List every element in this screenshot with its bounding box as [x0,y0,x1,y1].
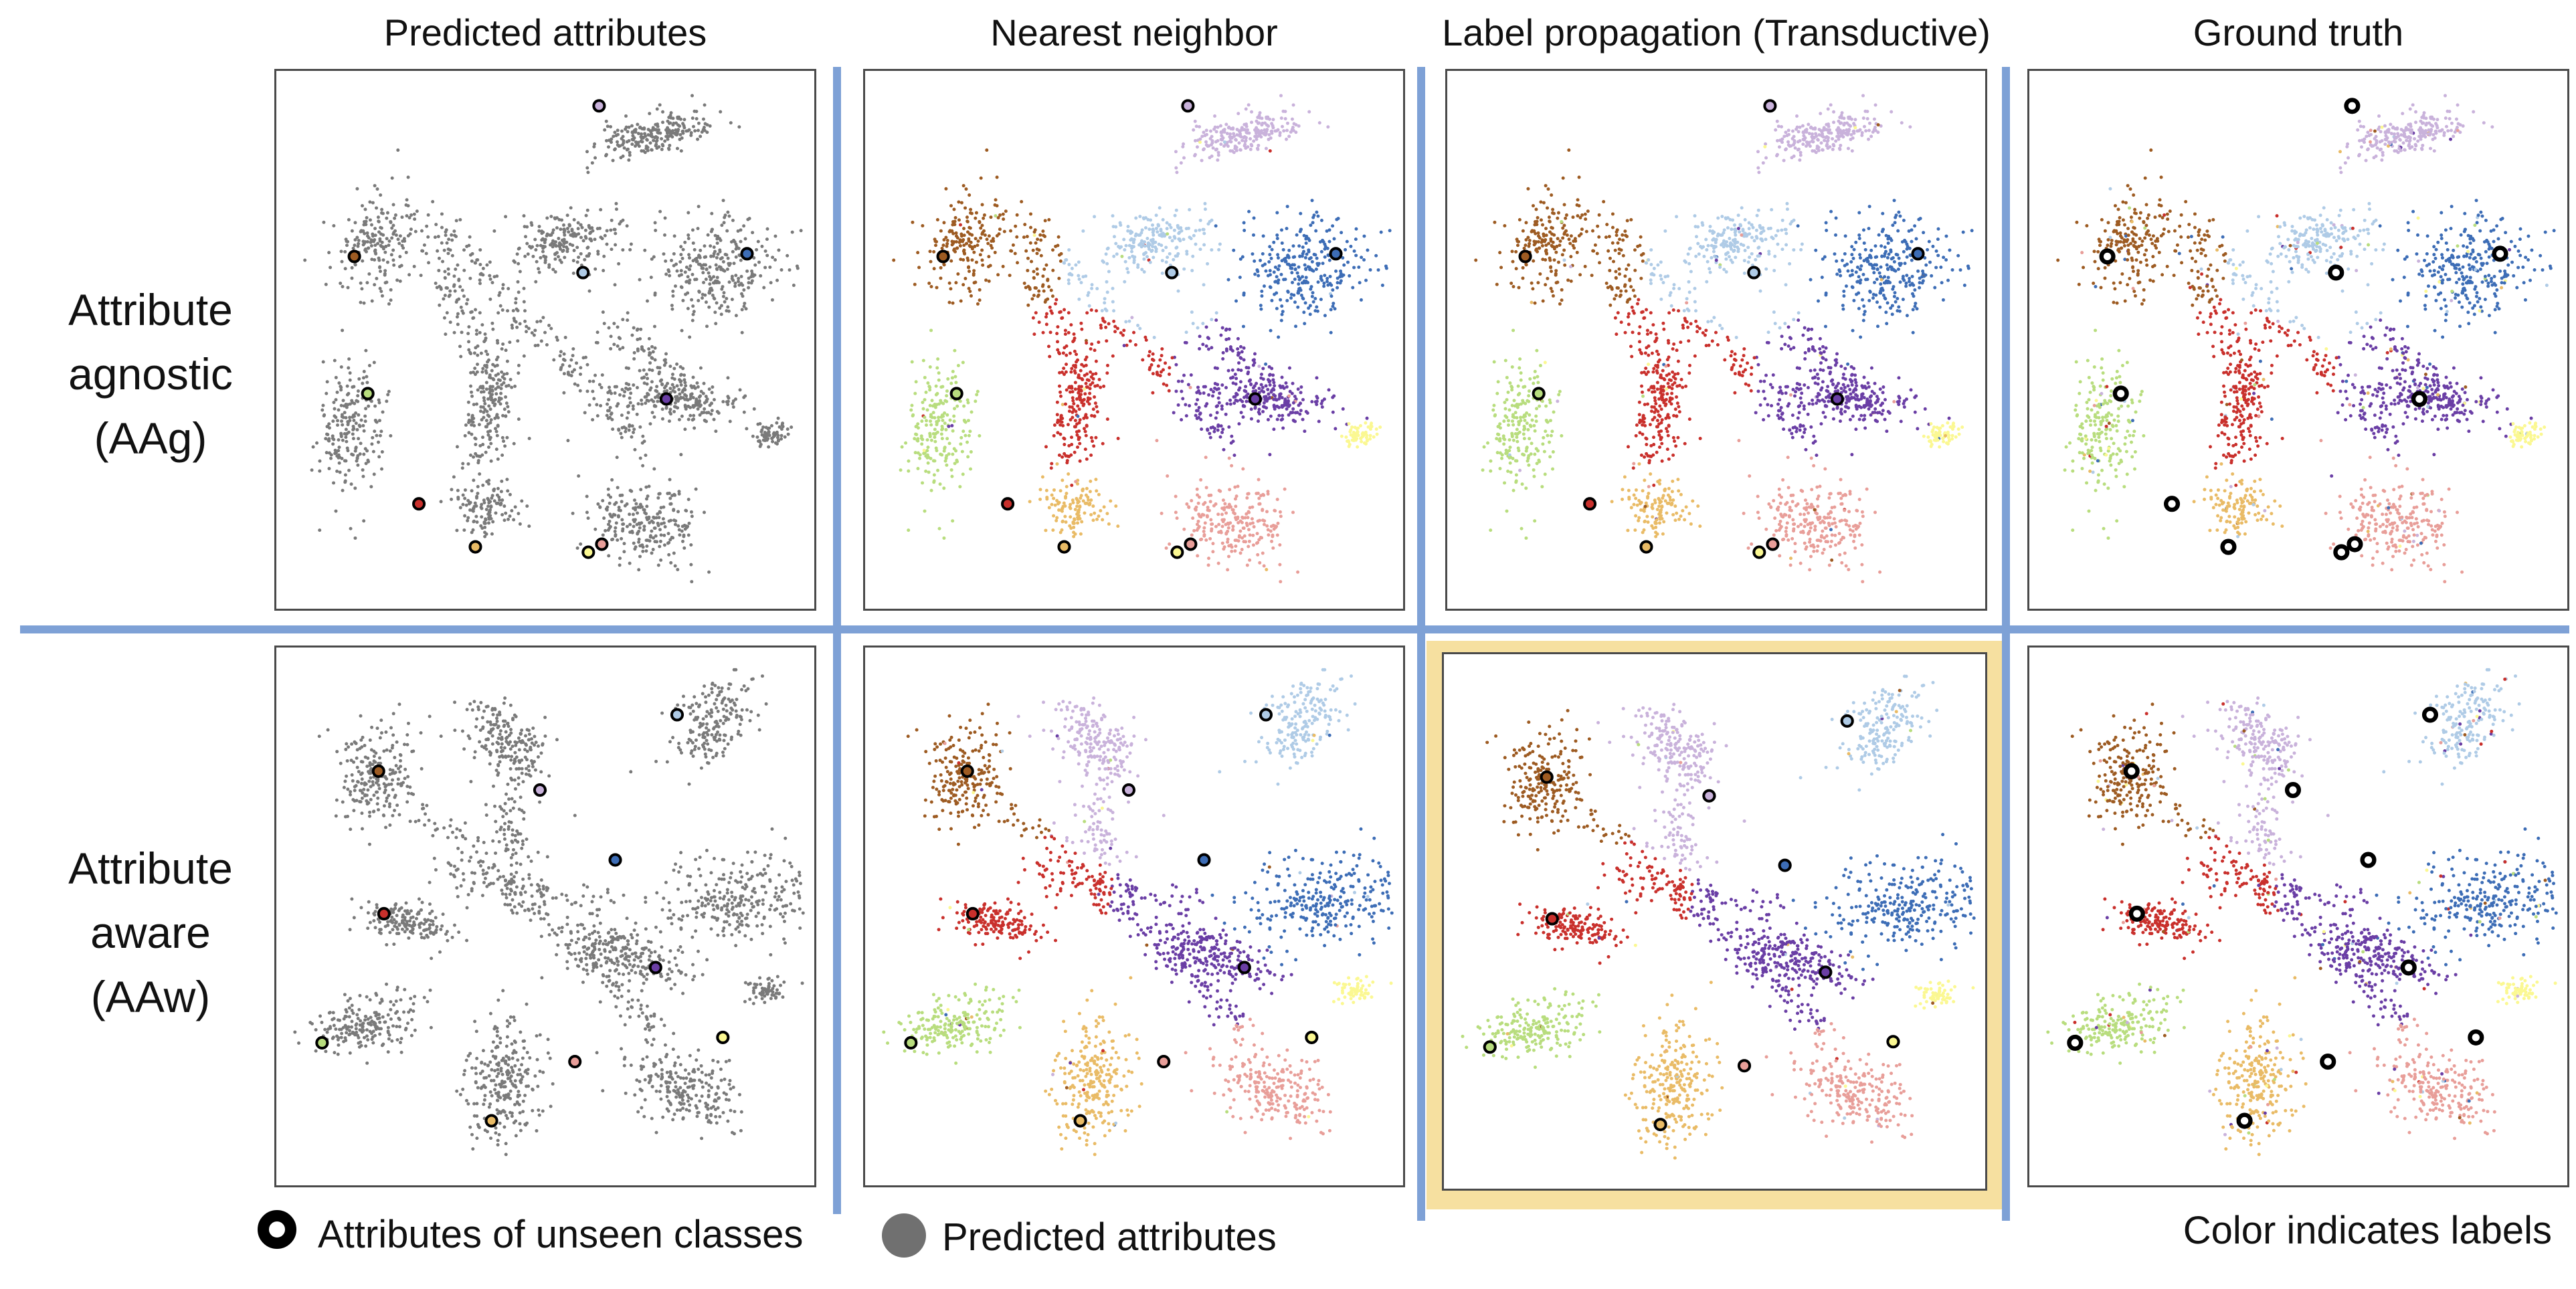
row-label-line: Attribute [68,285,233,334]
column-title-nearest-neighbor: Nearest neighbor [990,11,1278,54]
row-label-line: Attribute [68,844,233,893]
panel-agnostic-predicted-attributes [274,69,816,611]
vertical-divider-1 [833,67,841,1214]
row-label-line: (AAw) [90,972,211,1021]
row-label-line: aware [90,908,211,957]
scatter-plot [2046,668,2558,1157]
horizontal-divider [20,625,2569,633]
legend-predicted-label: Predicted attributes [942,1215,1277,1259]
row-label-attribute-agnostic: Attribute agnostic (AAg) [20,278,281,470]
panel-aware-nearest-neighbor [863,646,1405,1187]
row-label-line: (AAg) [94,413,207,463]
panel-aware-label-propagation [1442,652,1987,1191]
panel-agnostic-nearest-neighbor [863,69,1405,611]
legend-predicted-attributes: Predicted attributes [882,1211,1364,1264]
vertical-divider-3 [2002,67,2010,1221]
scatter-plot [293,668,805,1157]
scatter-plot [1474,94,1974,584]
legend-unseen-label: Attributes of unseen classes [318,1213,804,1256]
row-label-line: agnostic [68,349,233,399]
scatter-plot [1461,674,1976,1160]
scatter-plot [303,94,803,584]
row-label-attribute-aware: Attribute aware (AAw) [20,836,281,1029]
column-title-predicted-attributes: Predicted attributes [383,11,707,54]
scatter-plot [892,94,1392,584]
gray-dot-icon [882,1213,926,1258]
color-note: Color indicates labels [2183,1209,2552,1252]
panel-aware-ground-truth [2027,646,2569,1187]
ring-marker-icon [258,1210,296,1249]
panel-agnostic-ground-truth [2027,69,2569,611]
column-title-label-propagation: Label propagation (Transductive) [1442,11,1991,54]
vertical-divider-2 [1417,67,1425,1221]
column-title-ground-truth: Ground truth [2193,11,2404,54]
scatter-plot [2056,94,2556,584]
panel-aware-predicted-attributes [274,646,816,1187]
panel-agnostic-label-propagation [1445,69,1987,611]
scatter-plot [882,668,1394,1157]
legend-unseen-attributes: Attributes of unseen classes [258,1208,846,1262]
